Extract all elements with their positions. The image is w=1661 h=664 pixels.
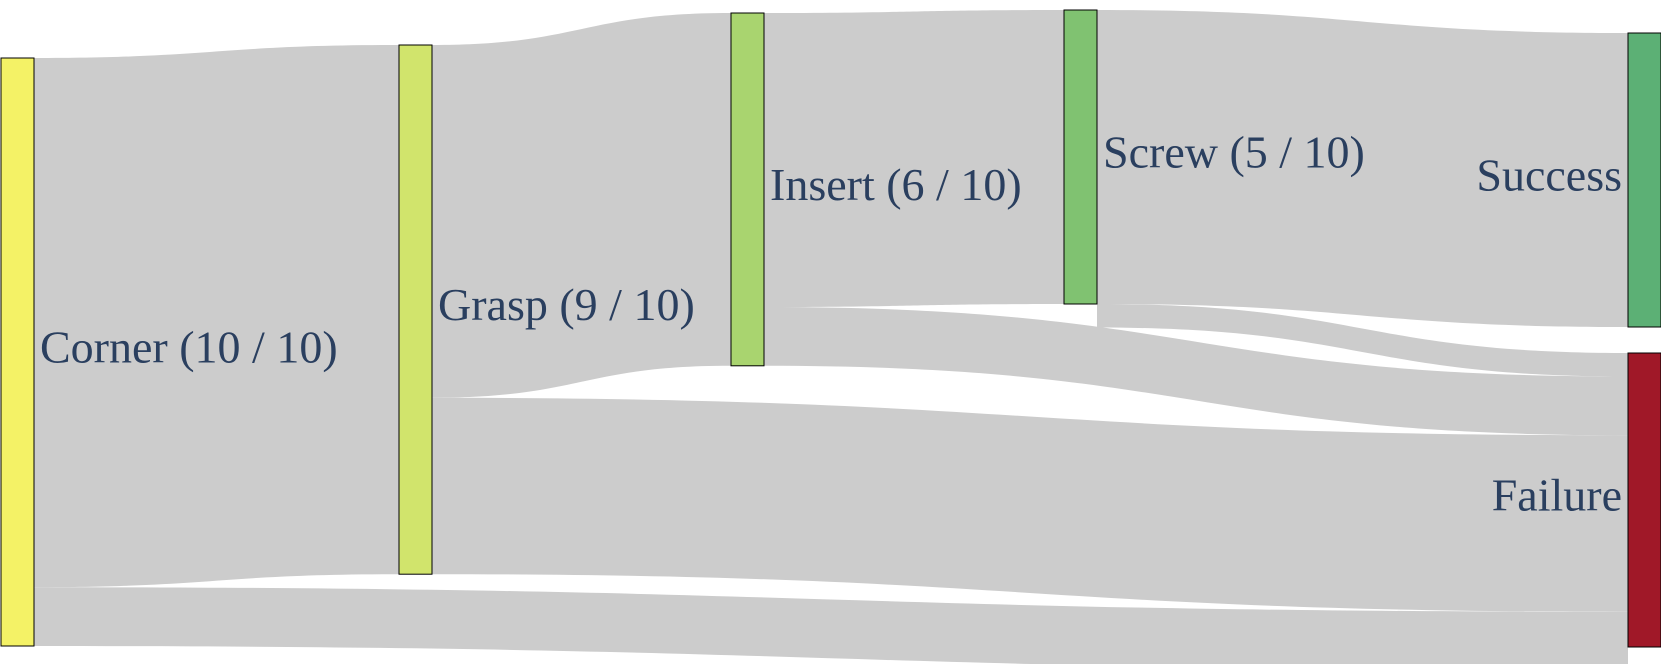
node-label-screw: Screw (5 / 10) <box>1103 127 1365 178</box>
node-corner <box>0 57 35 647</box>
sankey-links <box>34 10 1628 664</box>
link-insert-to-failure <box>764 307 1628 436</box>
node-label-corner: Corner (10 / 10) <box>40 322 338 373</box>
node-grasp <box>398 44 433 575</box>
node-label-insert: Insert (6 / 10) <box>770 159 1022 210</box>
link-corner-to-failure <box>34 587 1628 664</box>
link-grasp-to-insert <box>432 13 731 398</box>
node-label-grasp: Grasp (9 / 10) <box>438 279 695 330</box>
link-insert-to-screw <box>764 10 1064 307</box>
link-screw-to-failure <box>1097 304 1628 377</box>
node-screw <box>1063 9 1098 305</box>
sankey-labels: Corner (10 / 10) Grasp (9 / 10) Insert (6 … <box>40 127 1622 521</box>
sankey-nodes <box>0 9 1661 648</box>
link-corner-to-grasp <box>34 45 399 588</box>
node-insert <box>730 12 765 367</box>
link-grasp-to-failure <box>432 397 1628 612</box>
link-screw-to-success <box>1097 10 1628 327</box>
node-label-failure: Failure <box>1492 470 1622 521</box>
node-failure <box>1627 352 1661 648</box>
node-success <box>1627 32 1661 328</box>
node-label-success: Success <box>1476 150 1622 201</box>
